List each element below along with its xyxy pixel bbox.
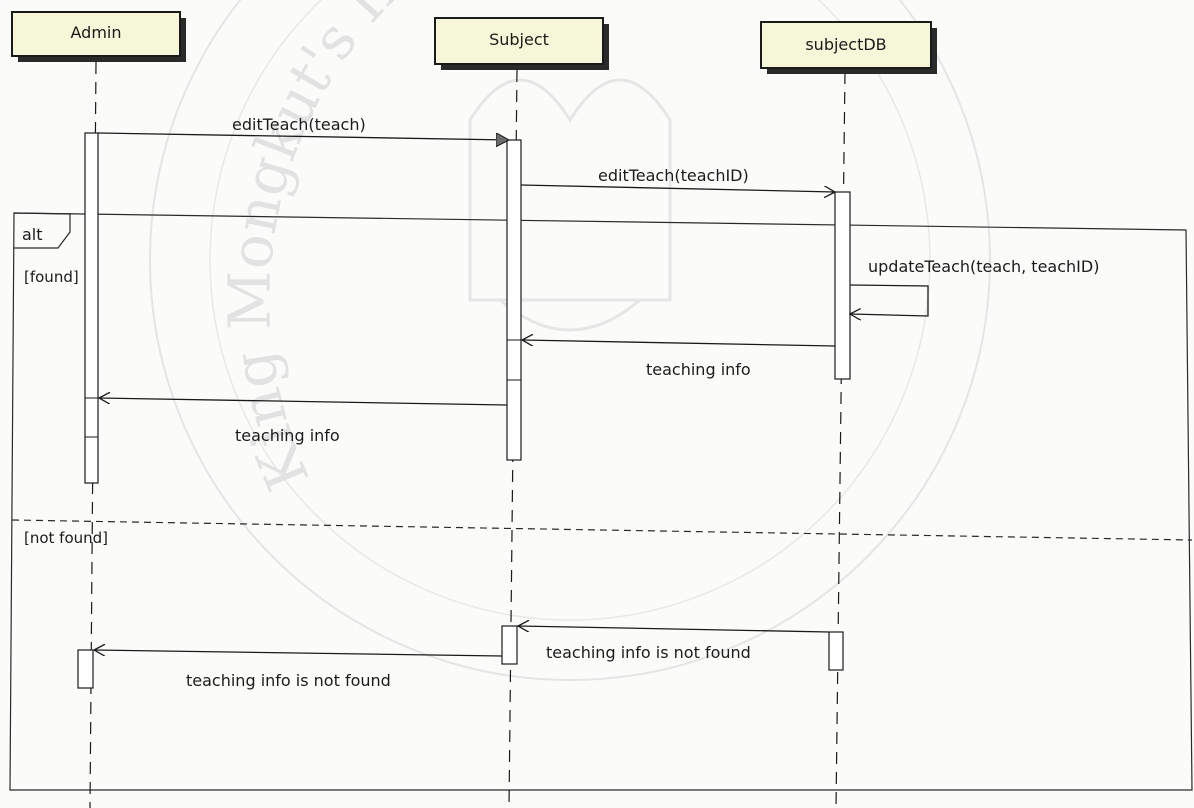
message-label-edit-teach: editTeach(teach) (232, 115, 366, 134)
lifeline-box-subjectdb[interactable]: subjectDB (760, 21, 937, 74)
lifeline-subjectdb (835, 71, 846, 808)
message-label-not-found-admin: teaching info is not found (186, 671, 391, 690)
lifeline-label-subject: Subject (489, 30, 549, 49)
alt-fragment (9, 212, 1193, 791)
message-teaching-info-admin: teaching info (99, 398, 508, 445)
activation-subject-2 (501, 625, 518, 665)
guard-found: [found] (24, 268, 79, 286)
message-label-teaching-info-admin: teaching info (235, 426, 340, 445)
message-teaching-info-db: teaching info (522, 340, 836, 379)
activation-subjectdb-2 (828, 631, 844, 671)
message-label-edit-teach-id: editTeach(teachID) (598, 166, 749, 185)
activation-subjectdb-1 (834, 191, 851, 380)
message-label-teaching-info-db: teaching info (646, 360, 751, 379)
lifeline-label-admin: Admin (71, 23, 122, 42)
message-not-found-db: teaching info is not found (518, 626, 830, 662)
lifeline-box-subject[interactable]: Subject (434, 17, 609, 70)
alt-operator-label: alt (22, 225, 43, 244)
lifeline-label-subjectdb: subjectDB (805, 35, 886, 54)
message-label-not-found-db: teaching info is not found (546, 643, 751, 662)
lifeline-box-admin[interactable]: Admin (11, 11, 186, 62)
activation-admin-2 (77, 649, 94, 689)
activation-subject-1 (506, 139, 522, 461)
message-label-update-teach: updateTeach(teach, teachID) (868, 257, 1099, 276)
message-edit-teach-id: editTeach(teachID) (520, 166, 835, 192)
message-update-teach: updateTeach(teach, teachID) (850, 257, 1099, 316)
alt-operator-tab (13, 212, 71, 249)
message-edit-teach: editTeach(teach) (97, 115, 509, 140)
guard-not-found: [not found] (24, 529, 108, 547)
message-not-found-admin: teaching info is not found (94, 650, 503, 690)
activation-admin-1 (84, 132, 99, 484)
alt-separator (11, 519, 1193, 541)
